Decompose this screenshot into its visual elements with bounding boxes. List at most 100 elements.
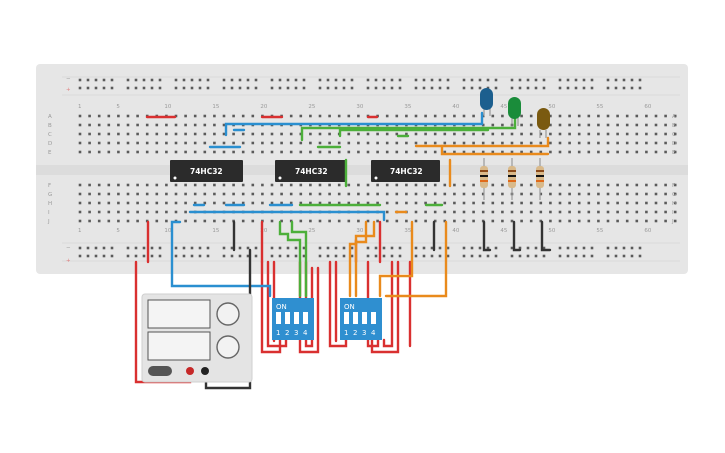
breadboard-hole[interactable] xyxy=(566,254,570,258)
breadboard-hole[interactable] xyxy=(126,123,130,127)
breadboard-hole[interactable] xyxy=(366,86,370,90)
breadboard-hole[interactable] xyxy=(107,150,111,154)
breadboard-hole[interactable] xyxy=(328,132,331,136)
breadboard-hole[interactable] xyxy=(577,210,581,214)
breadboard-hole[interactable] xyxy=(97,150,101,154)
breadboard-hole[interactable] xyxy=(385,141,389,145)
breadboard-hole[interactable] xyxy=(328,150,331,154)
breadboard-hole[interactable] xyxy=(78,141,82,145)
breadboard-hole[interactable] xyxy=(158,78,162,82)
breadboard-hole[interactable] xyxy=(558,210,562,214)
breadboard-hole[interactable] xyxy=(280,132,283,136)
breadboard-hole[interactable] xyxy=(625,114,629,118)
breadboard-hole[interactable] xyxy=(280,150,283,154)
breadboard-hole[interactable] xyxy=(251,219,255,223)
breadboard-hole[interactable] xyxy=(673,201,677,205)
breadboard-hole[interactable] xyxy=(398,254,402,258)
breadboard-hole[interactable] xyxy=(664,123,667,127)
breadboard-hole[interactable] xyxy=(107,201,111,205)
breadboard-hole[interactable] xyxy=(597,132,600,136)
breadboard-hole[interactable] xyxy=(136,192,139,196)
breadboard-hole[interactable] xyxy=(254,254,258,258)
breadboard-hole[interactable] xyxy=(107,141,111,145)
breadboard-hole[interactable] xyxy=(278,254,282,258)
breadboard-hole[interactable] xyxy=(510,150,514,154)
breadboard-hole[interactable] xyxy=(232,201,235,205)
breadboard-hole[interactable] xyxy=(494,78,498,82)
breadboard-hole[interactable] xyxy=(520,192,523,196)
breadboard-hole[interactable] xyxy=(110,86,114,90)
breadboard-hole[interactable] xyxy=(622,86,626,90)
breadboard-hole[interactable] xyxy=(126,246,130,250)
breadboard-hole[interactable] xyxy=(126,201,130,205)
breadboard-hole[interactable] xyxy=(549,183,552,187)
breadboard-hole[interactable] xyxy=(222,132,226,136)
breadboard-hole[interactable] xyxy=(309,192,312,196)
breadboard-hole[interactable] xyxy=(342,254,346,258)
breadboard-hole[interactable] xyxy=(438,78,442,82)
breadboard-hole[interactable] xyxy=(102,86,106,90)
breadboard-hole[interactable] xyxy=(184,150,187,154)
breadboard-hole[interactable] xyxy=(526,86,530,90)
breadboard-hole[interactable] xyxy=(182,86,186,90)
breadboard-hole[interactable] xyxy=(577,123,581,127)
breadboard-hole[interactable] xyxy=(549,141,552,145)
breadboard-hole[interactable] xyxy=(635,132,639,136)
breadboard-hole[interactable] xyxy=(664,150,667,154)
breadboard-hole[interactable] xyxy=(230,254,234,258)
breadboard-hole[interactable] xyxy=(366,78,370,82)
breadboard-hole[interactable] xyxy=(673,141,677,145)
breadboard-hole[interactable] xyxy=(606,150,610,154)
breadboard-hole[interactable] xyxy=(558,183,562,187)
breadboard-hole[interactable] xyxy=(597,150,600,154)
breadboard-hole[interactable] xyxy=(501,183,504,187)
breadboard-hole[interactable] xyxy=(542,78,546,82)
breadboard-hole[interactable] xyxy=(549,132,552,136)
wire-orange[interactable] xyxy=(440,144,550,156)
breadboard-hole[interactable] xyxy=(673,219,677,223)
breadboard-hole[interactable] xyxy=(635,150,639,154)
led-1[interactable] xyxy=(480,88,493,116)
breadboard-hole[interactable] xyxy=(616,201,619,205)
breadboard-hole[interactable] xyxy=(577,150,581,154)
wire-green[interactable] xyxy=(278,220,302,298)
breadboard-hole[interactable] xyxy=(222,141,226,145)
breadboard-hole[interactable] xyxy=(539,132,543,136)
breadboard-hole[interactable] xyxy=(134,246,138,250)
breadboard-hole[interactable] xyxy=(117,201,120,205)
breadboard-hole[interactable] xyxy=(280,141,283,145)
wire-black[interactable] xyxy=(540,220,552,252)
breadboard-hole[interactable] xyxy=(443,192,447,196)
wire-black[interactable] xyxy=(512,220,522,252)
breadboard-hole[interactable] xyxy=(254,86,258,90)
breadboard-hole[interactable] xyxy=(299,114,303,118)
breadboard-hole[interactable] xyxy=(366,132,370,136)
breadboard-hole[interactable] xyxy=(165,150,168,154)
breadboard-hole[interactable] xyxy=(88,201,91,205)
breadboard-hole[interactable] xyxy=(117,123,120,127)
breadboard-hole[interactable] xyxy=(430,254,434,258)
breadboard-hole[interactable] xyxy=(302,254,306,258)
breadboard-hole[interactable] xyxy=(414,78,418,82)
breadboard-hole[interactable] xyxy=(539,192,543,196)
breadboard-hole[interactable] xyxy=(78,123,82,127)
breadboard-hole[interactable] xyxy=(529,150,533,154)
breadboard-hole[interactable] xyxy=(337,201,341,205)
breadboard-hole[interactable] xyxy=(102,254,106,258)
breadboard-hole[interactable] xyxy=(184,114,187,118)
breadboard-hole[interactable] xyxy=(539,141,543,145)
breadboard-hole[interactable] xyxy=(238,86,242,90)
breadboard-hole[interactable] xyxy=(299,150,303,154)
breadboard-hole[interactable] xyxy=(232,114,235,118)
breadboard-hole[interactable] xyxy=(645,123,648,127)
breadboard-hole[interactable] xyxy=(117,114,120,118)
breadboard-hole[interactable] xyxy=(110,254,114,258)
breadboard-hole[interactable] xyxy=(673,150,677,154)
breadboard-hole[interactable] xyxy=(501,201,504,205)
breadboard-hole[interactable] xyxy=(174,201,178,205)
breadboard-hole[interactable] xyxy=(520,210,523,214)
breadboard-hole[interactable] xyxy=(155,123,159,127)
breadboard-hole[interactable] xyxy=(558,123,562,127)
breadboard-hole[interactable] xyxy=(158,246,162,250)
breadboard-hole[interactable] xyxy=(155,210,159,214)
